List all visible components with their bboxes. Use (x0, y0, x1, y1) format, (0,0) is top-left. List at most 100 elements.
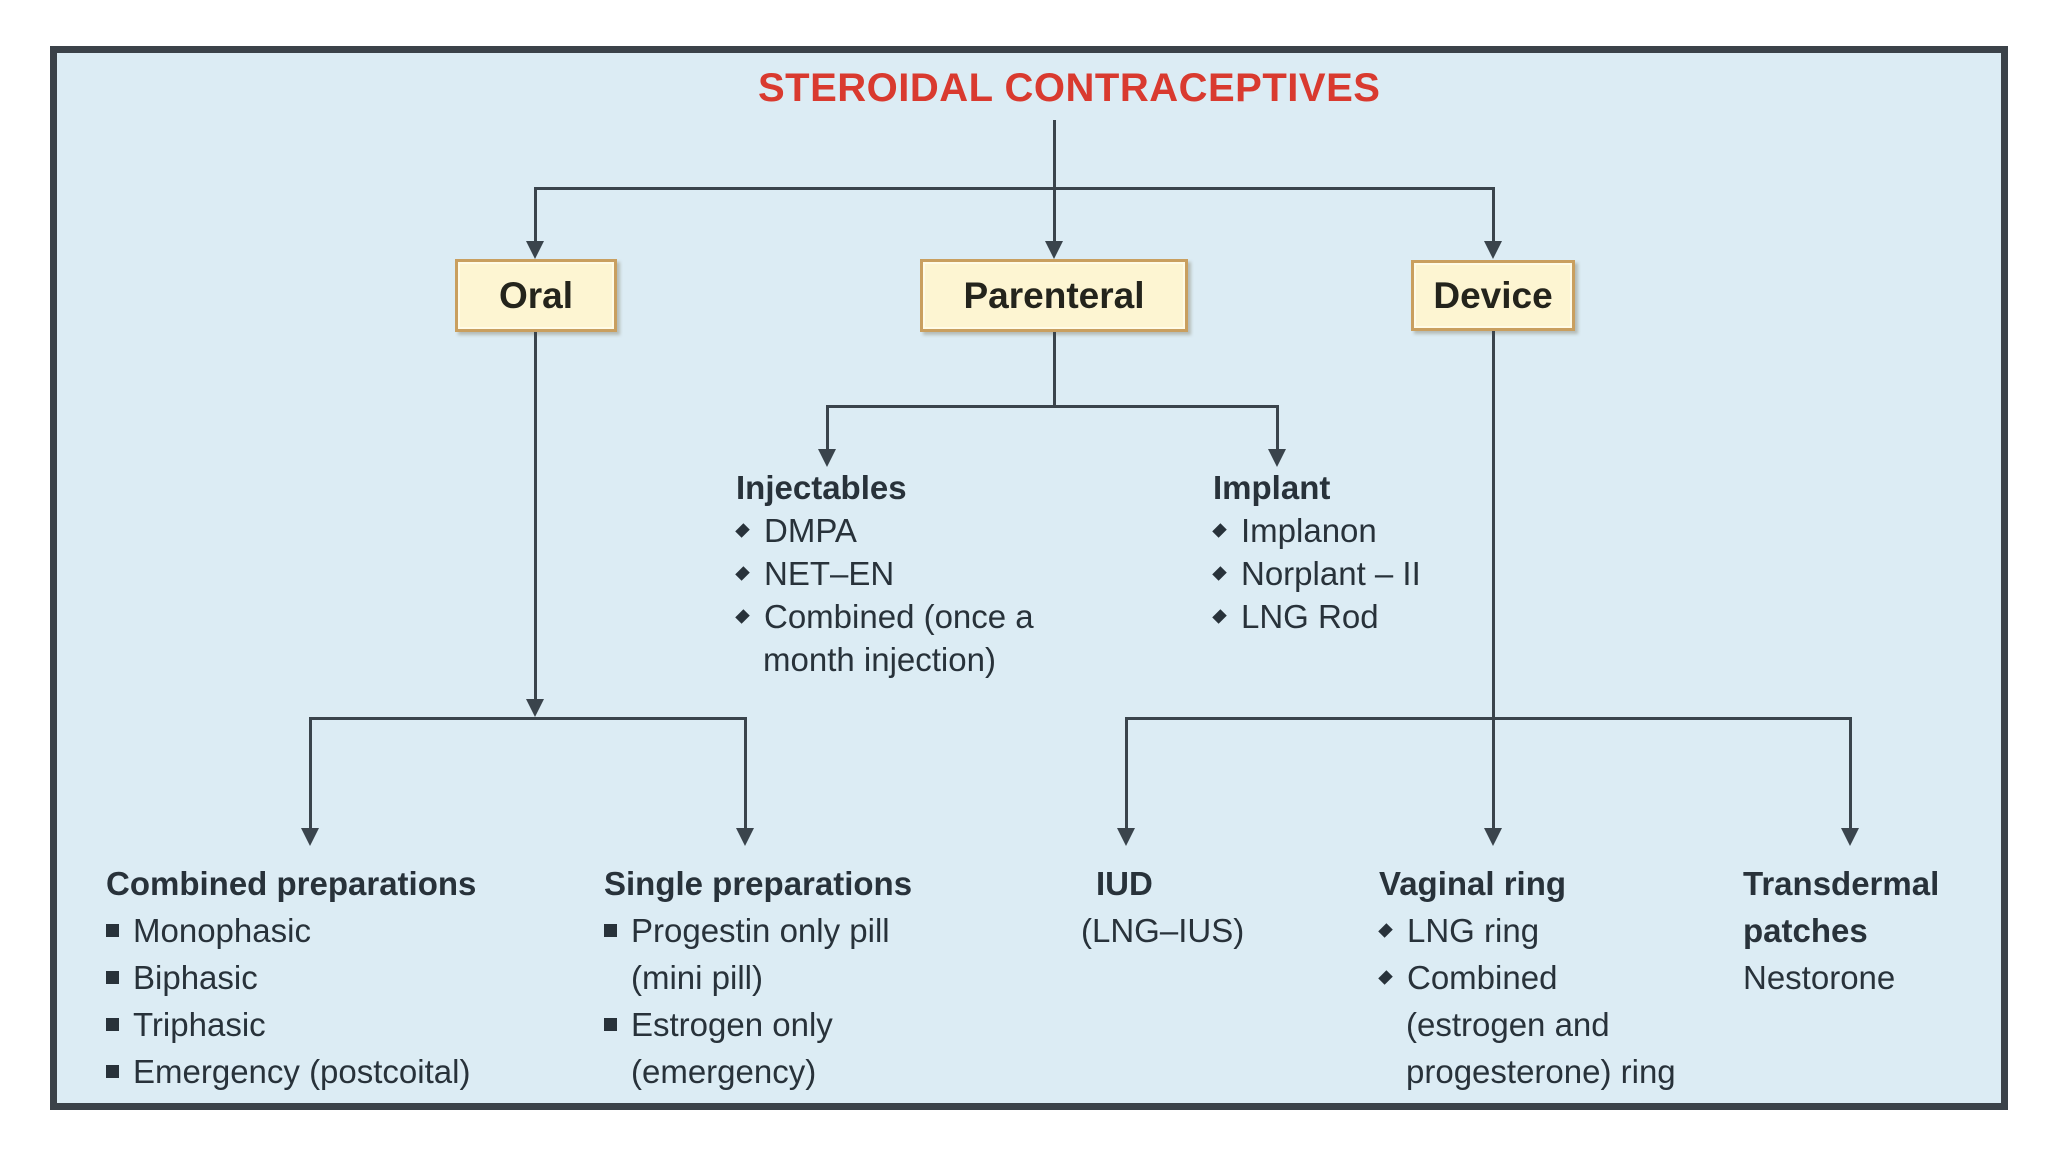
connector-line (1053, 187, 1056, 242)
implant-item: Norplant – II (1241, 555, 1421, 592)
diamond-bullet (1212, 609, 1227, 624)
arrow-down-icon (1841, 828, 1859, 846)
injectables-item: NET–EN (764, 555, 895, 592)
vaginal-ring-node: Vaginal ring LNG ring Combined (estrogen… (1378, 860, 1676, 1095)
connector-line (826, 405, 829, 450)
node-box-device-label: Device (1433, 274, 1553, 316)
list-item: (estrogen and (1379, 1001, 1676, 1048)
single-preparations-item: Progestin only pill (631, 912, 890, 949)
node-box-parenteral-label: Parenteral (963, 274, 1145, 316)
arrow-down-icon (736, 828, 754, 846)
connector-line (827, 405, 1279, 408)
single-preparations-header: Single preparations (604, 865, 913, 902)
list-item: Estrogen only (604, 1001, 912, 1048)
arrow-down-icon (1117, 828, 1135, 846)
arrow-down-icon (1484, 241, 1502, 259)
diamond-bullet (735, 609, 750, 624)
combined-preparations-header: Combined preparations (106, 865, 477, 902)
implant-item: LNG Rod (1241, 598, 1379, 635)
injectables-item: month injection) (763, 641, 996, 678)
list-item: NET–EN (735, 552, 1034, 595)
diamond-bullet (735, 566, 750, 581)
connector-line (1125, 717, 1128, 829)
diamond-bullet (1378, 970, 1393, 985)
diamond-bullet (1212, 566, 1227, 581)
diagram-frame (50, 46, 2008, 1110)
injectables-item: DMPA (764, 512, 857, 549)
implant-header: Implant (1213, 469, 1331, 506)
connector-line (1492, 187, 1495, 242)
diamond-bullet (1212, 523, 1227, 538)
implant-item: Implanon (1241, 512, 1377, 549)
combined-preparations-item: Emergency (postcoital) (133, 1053, 471, 1090)
square-bullet (106, 924, 119, 937)
list-item: Combined (once a (735, 595, 1034, 638)
connector-line (309, 717, 312, 829)
combined-preparations-item: Triphasic (133, 1006, 266, 1043)
diamond-bullet (735, 523, 750, 538)
arrow-down-icon (1045, 241, 1063, 259)
arrow-down-icon (1484, 828, 1502, 846)
injectables-node: Injectables DMPA NET–EN Combined (once a… (735, 466, 1034, 681)
list-item: Progestin only pill (604, 907, 912, 954)
node-box-oral-label: Oral (498, 274, 574, 316)
list-item: LNG Rod (1212, 595, 1421, 638)
vaginal-ring-header: Vaginal ring (1379, 865, 1567, 902)
combined-preparations-node: Combined preparations Monophasic Biphasi… (106, 860, 476, 1095)
single-preparations-item: Estrogen only (631, 1006, 833, 1043)
injectables-header: Injectables (736, 469, 907, 506)
list-item: (emergency) (604, 1048, 912, 1095)
diagram-title: STEROIDAL CONTRACEPTIVES (758, 66, 1381, 110)
square-bullet (106, 1065, 119, 1078)
connector-line (1053, 332, 1056, 408)
connector-line (1276, 405, 1279, 450)
list-item: Norplant – II (1212, 552, 1421, 595)
connector-line (1849, 717, 1852, 829)
transdermal-header-line1: Transdermal (1743, 865, 1940, 902)
connector-line (1126, 717, 1852, 720)
connector-line (535, 187, 1494, 190)
square-bullet (604, 924, 617, 937)
node-box-device: Device (1411, 260, 1575, 331)
vaginal-ring-item: Combined (1407, 959, 1558, 996)
single-preparations-item: (mini pill) (631, 959, 763, 996)
connector-line (310, 717, 746, 720)
list-item: LNG ring (1378, 907, 1676, 954)
list-item: progesterone) ring (1379, 1048, 1676, 1095)
transdermal-item: Nestorone (1743, 954, 1939, 1001)
square-bullet (106, 1018, 119, 1031)
vaginal-ring-item: progesterone) ring (1406, 1053, 1676, 1090)
connector-line (1492, 331, 1495, 829)
connector-line (1053, 120, 1056, 189)
node-box-parenteral: Parenteral (920, 259, 1188, 332)
transdermal-item-label: Nestorone (1743, 959, 1896, 996)
iud-subtext: (LNG–IUS) (1081, 907, 1244, 954)
list-item: Triphasic (106, 1001, 476, 1048)
connector-line (744, 717, 747, 829)
list-item: Monophasic (106, 907, 476, 954)
single-preparations-item: (emergency) (631, 1053, 817, 1090)
list-item: DMPA (735, 509, 1034, 552)
list-item: Emergency (postcoital) (106, 1048, 476, 1095)
square-bullet (604, 1018, 617, 1031)
iud-header: IUD (1096, 865, 1153, 902)
arrow-down-icon (301, 828, 319, 846)
list-item: Implanon (1212, 509, 1421, 552)
iud-node: IUD (LNG–IUS) (1081, 860, 1244, 954)
arrow-down-icon (526, 699, 544, 717)
transdermal-header-line2: patches (1743, 912, 1868, 949)
node-box-oral: Oral (455, 259, 617, 332)
arrow-down-icon (1268, 449, 1286, 467)
vaginal-ring-item: LNG ring (1407, 912, 1540, 949)
connector-line (534, 332, 537, 699)
list-item: (mini pill) (604, 954, 912, 1001)
vaginal-ring-item: (estrogen and (1406, 1006, 1610, 1043)
injectables-item: Combined (once a (764, 598, 1034, 635)
square-bullet (106, 971, 119, 984)
arrow-down-icon (526, 241, 544, 259)
combined-preparations-item: Monophasic (133, 912, 311, 949)
implant-node: Implant Implanon Norplant – II LNG Rod (1212, 466, 1421, 638)
list-item: Combined (1378, 954, 1676, 1001)
diamond-bullet (1378, 923, 1393, 938)
